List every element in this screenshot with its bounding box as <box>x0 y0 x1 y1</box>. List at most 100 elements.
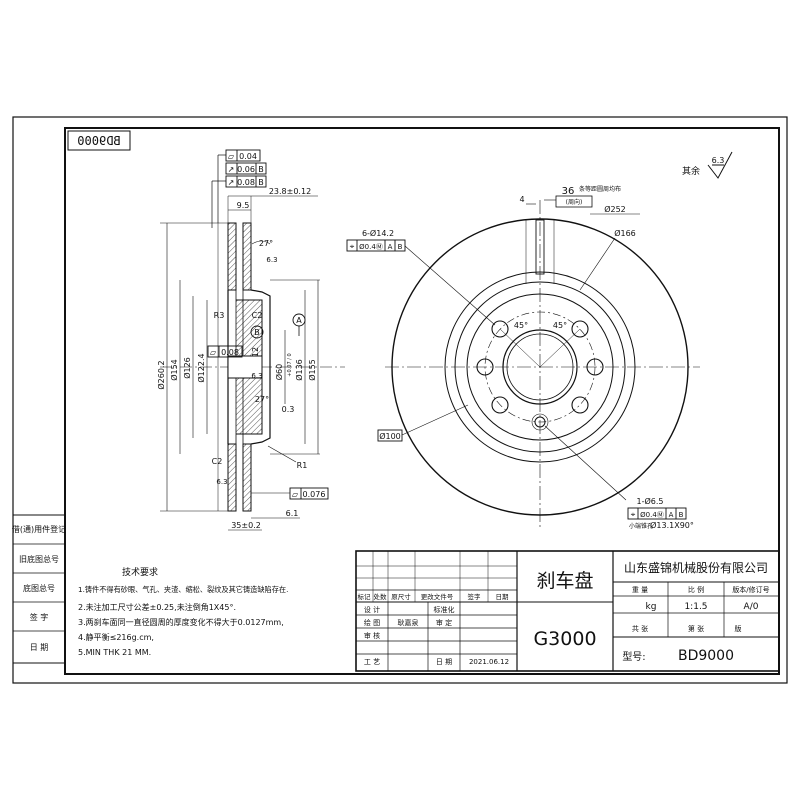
gtol-3-value: 0.08 <box>237 178 255 187</box>
dim-d100: Ø100 <box>379 431 401 441</box>
surface-mark-2: 6.3 <box>251 372 262 380</box>
label-drawing: 绘 图 <box>364 618 380 627</box>
label-design: 设 计 <box>364 605 380 614</box>
rev-h-sign: 签字 <box>468 592 482 601</box>
vent-slot <box>535 219 545 275</box>
bolt-hole <box>491 396 509 414</box>
rev-h-mark: 标记 <box>358 592 372 601</box>
header-weight: 重 量 <box>632 586 648 594</box>
rev-h-date: 日期 <box>496 593 510 601</box>
upper-outer-plate <box>227 222 237 291</box>
small-hole-pos-ref2: B <box>679 511 684 519</box>
dim-d60-tol: +0.07 / 0 <box>287 353 293 376</box>
bolt-hole <box>476 358 494 376</box>
side-row-2: 旧底图总号 <box>19 554 59 564</box>
dim-d60: Ø60 <box>274 364 284 380</box>
date-value: 2021.06.12 <box>469 658 509 666</box>
holes-label: 6-Ø14.2 <box>362 228 394 238</box>
small-hole-label: 1-Ø6.5 <box>637 496 664 506</box>
friction-inner-edge <box>444 271 636 463</box>
angle-45-left: 45° <box>514 321 528 330</box>
header-version: 版本/修订号 <box>732 585 769 594</box>
tech-requirements: 技术要求 1.铸件不得有砂眼、气孔、夹渣、缩松、裂纹及其它铸造缺陷存在. 2.未… <box>78 566 288 657</box>
hub-face-edge <box>466 293 614 441</box>
sheets-total: 共 张 <box>632 624 648 633</box>
gtol-3-ref: B <box>258 178 264 187</box>
small-hole-tol-frame <box>627 507 687 520</box>
company-name: 山东盛锦机械股份有限公司 <box>624 560 768 575</box>
tech-req-title: 技术要求 <box>122 566 158 578</box>
label-process: 工 艺 <box>364 658 380 666</box>
front-view: 45° 45° 4 36 条等距圆周均布 (周向) Ø252 Ø166 6-Ø1… <box>346 185 700 530</box>
vent-sub: (周向) <box>566 198 583 206</box>
hat-profile <box>250 289 271 445</box>
dim-r1: R1 <box>297 461 308 470</box>
dim-12: 12 <box>251 347 260 357</box>
tech-req-item: 1.铸件不得有砂眼、气孔、夹渣、缩松、裂纹及其它铸造缺陷存在. <box>78 585 288 594</box>
dim-d122-4: Ø122.4 <box>196 353 206 382</box>
side-table: 借(通)用件登记 旧底图总号 底图总号 签 字 日 期 <box>12 514 66 664</box>
rev-h-count: 处数 <box>374 592 388 601</box>
vent-count: 36 <box>562 186 575 197</box>
label-review: 审 核 <box>364 631 380 640</box>
bolt-hole <box>491 320 509 338</box>
holes-pos-ref2: B <box>398 243 403 251</box>
sheet-number: 第 张 <box>688 624 704 633</box>
bolt-hole <box>571 320 589 338</box>
surface-note-value: 6.3 <box>712 156 725 165</box>
gtol-2-symbol: ↗ <box>228 165 235 174</box>
header-scale: 比 例 <box>688 585 704 594</box>
gtol-5-value: 0.076 <box>303 490 326 499</box>
gtol-4-value: 0.08 <box>221 348 239 357</box>
dim-d154: Ø154 <box>169 359 179 381</box>
code-box: BD9000 <box>67 130 131 151</box>
weight-unit: kg <box>646 602 657 612</box>
section-view: ⏥ 0.04 ↗ 0.06 B ↗ 0.08 B 23.8±0.12 9.5 2… <box>156 149 345 531</box>
dim-d260-2: Ø260.2 <box>156 360 166 389</box>
dim-d252: Ø252 <box>604 204 626 214</box>
gtol-4-frame <box>207 345 243 358</box>
holes-pos-ref1: A <box>388 243 393 251</box>
lower-outer-plate <box>227 443 237 512</box>
part-no: BD9000 <box>678 648 734 664</box>
dim-r3: R3 <box>214 311 225 320</box>
small-hole-pos-value: Ø0.4Ⓜ <box>640 511 664 519</box>
side-row-3: 底图总号 <box>23 583 55 593</box>
surface-finish-icon <box>707 151 733 179</box>
gtol-2-value: 0.06 <box>237 165 255 174</box>
dim-d136: Ø136 <box>294 359 304 381</box>
dim-35: 35±0.2 <box>231 521 261 530</box>
rev-h-doc: 更改文件号 <box>421 592 454 601</box>
hat-edge <box>454 281 626 453</box>
part-name: 刹车盘 <box>536 570 593 592</box>
label-approve: 审 定 <box>436 618 452 627</box>
version-value: A/0 <box>744 602 759 612</box>
tech-req-item: 3.两刹车面同一直径圆周的厚度变化不得大于0.0127mm, <box>78 617 284 627</box>
gtol-5-symbol: ⏥ <box>292 490 299 499</box>
surface-mark-1: 6.3 <box>266 256 277 264</box>
material: G3000 <box>533 628 596 650</box>
tech-req-item: 5.MIN THK 21 MM. <box>78 648 151 657</box>
small-hole-pos-ref1: A <box>669 511 674 519</box>
gtol-1-symbol: ⏥ <box>228 152 235 161</box>
center-bore <box>502 329 578 405</box>
small-hole-csk: Ø13.1X90° <box>650 520 694 530</box>
gtol-stack-top: ⏥ 0.04 ↗ 0.06 B ↗ 0.08 B <box>211 149 267 228</box>
dim-c2-a: C2 <box>252 311 263 320</box>
datum-b: B <box>254 328 260 337</box>
vent-tol-frame <box>555 195 593 208</box>
tech-req-item: 2.未注加工尺寸公差±0.25,未注倒角1X45°. <box>78 602 236 612</box>
label-date: 日 期 <box>436 658 452 666</box>
disc-outer-edge <box>391 218 689 516</box>
tech-req-item: 4.静平衡≤216g.cm, <box>78 632 154 642</box>
surface-note-text: 其余 <box>682 165 700 177</box>
dim-4: 4 <box>519 195 524 204</box>
dim-d126: Ø126 <box>182 357 192 379</box>
lower-inner-plate <box>242 443 252 512</box>
holes-tol-frame <box>346 239 406 252</box>
rev-h-orig: 原尺寸 <box>391 592 411 601</box>
gtol-1-value: 0.04 <box>239 152 257 161</box>
title-block: 标记 处数 原尺寸 更改文件号 签字 日期 设 计 标准化 绘 图 耿嘉泉 审 … <box>355 550 780 672</box>
upper-inner-plate <box>242 222 252 291</box>
inner-frame <box>64 127 780 675</box>
